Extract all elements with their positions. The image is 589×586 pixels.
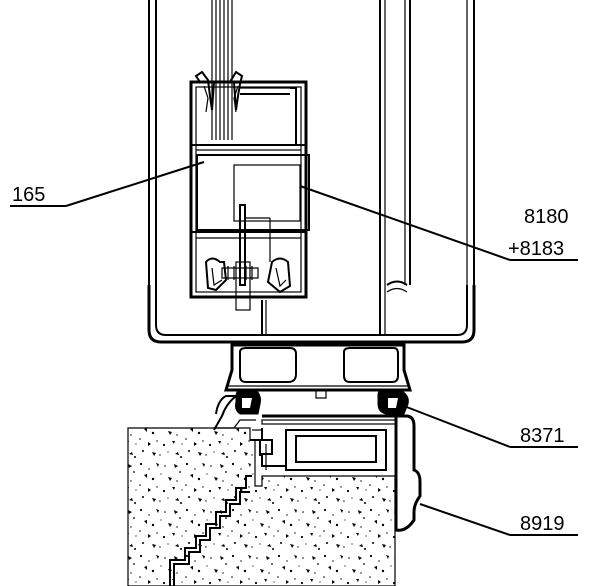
label-8371: 8371: [520, 425, 565, 447]
leader-lines: [10, 161, 578, 536]
glass-pane-left: [148, 0, 157, 285]
frame-profile: [147, 280, 476, 344]
label-8919: 8919: [520, 513, 565, 535]
label-8183: +8183: [508, 238, 564, 260]
lower-chamber: [191, 231, 306, 294]
label-8180: 8180: [524, 206, 569, 228]
sill-profile-8919: [250, 414, 422, 532]
concrete-substrate: [127, 427, 396, 586]
gasket-left: [213, 389, 261, 431]
bottom-frame: [223, 343, 413, 399]
label-165: 165: [12, 184, 45, 206]
reinforcement-165: [196, 154, 310, 311]
glazing-bead-stripes: [211, 0, 233, 140]
top-clip: [194, 70, 244, 113]
gasket-8371: [377, 389, 409, 415]
glass-pane-right: [379, 0, 475, 285]
stepped-profile: [169, 475, 252, 586]
